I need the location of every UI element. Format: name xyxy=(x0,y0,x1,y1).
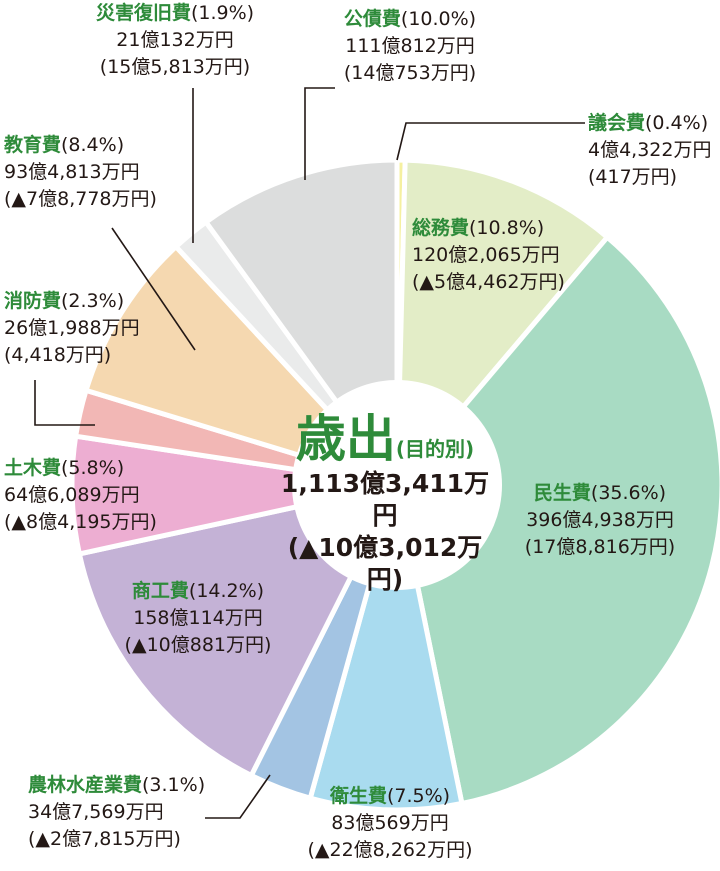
slice-label-somu: 総務費(10.8%) 120億2,065万円 (▲5億4,462万円) xyxy=(412,215,565,296)
slice-change: (▲2億7,815万円) xyxy=(28,828,181,850)
slice-percent: (35.6%) xyxy=(590,482,667,504)
slice-label-eisei: 衛生費(7.5%) 83億569万円 (▲22億8,262万円) xyxy=(290,783,490,864)
slice-label-shobo: 消防費(2.3%) 26億1,988万円 (4,418万円) xyxy=(4,288,140,369)
slice-amount: 120億2,065万円 xyxy=(412,244,560,266)
slice-change: (▲7億8,778万円) xyxy=(4,188,157,210)
donut-center-label: 歳出(目的別) 1,113億3,411万円 (▲10億3,012万円) xyxy=(270,410,500,596)
slice-amount: 93億4,813万円 xyxy=(4,161,140,183)
slice-change: (4,418万円) xyxy=(4,344,112,366)
pie-slice-5 xyxy=(76,482,400,778)
slice-name: 土木費 xyxy=(4,457,62,479)
slice-label-minsei: 民生費(35.6%) 396億4,938万円 (17億8,816万円) xyxy=(500,480,700,561)
leader-line-gikai xyxy=(396,122,585,161)
slice-name: 民生費 xyxy=(533,482,591,504)
slice-percent: (10.0%) xyxy=(400,8,477,30)
slice-percent: (8.4%) xyxy=(61,134,125,156)
slice-label-norin: 農林水産業費(3.1%) 34億7,569万円 (▲2億7,815万円) xyxy=(28,772,205,853)
slice-change: (▲22億8,262万円) xyxy=(307,839,473,861)
slice-amount: 4億4,322万円 xyxy=(588,139,712,161)
slice-percent: (5.8%) xyxy=(61,457,125,479)
slice-label-gikai: 議会費(0.4%) 4億4,322万円 (417万円) xyxy=(588,110,711,191)
slice-amount: 83億569万円 xyxy=(331,812,449,834)
slice-percent: (14.2%) xyxy=(188,580,265,602)
center-title: 歳出 xyxy=(295,410,396,468)
slice-change: (14億753万円) xyxy=(343,62,477,84)
slice-label-shoko: 商工費(14.2%) 158億114万円 (▲10億881万円) xyxy=(98,578,298,659)
slice-amount: 21億132万円 xyxy=(116,29,234,51)
slice-change: (17億8,816万円) xyxy=(524,536,676,558)
slice-name: 商工費 xyxy=(131,580,189,602)
slice-change: (▲8億4,195万円) xyxy=(4,511,157,533)
leader-line-norin xyxy=(205,774,271,819)
slice-label-doboku: 土木費(5.8%) 64億6,089万円 (▲8億4,195万円) xyxy=(4,455,157,536)
slice-name: 衛生費 xyxy=(329,785,387,807)
slice-name: 災害復旧費 xyxy=(95,2,191,24)
slice-amount: 26億1,988万円 xyxy=(4,317,140,339)
slice-percent: (3.1%) xyxy=(142,774,206,796)
center-subtitle: (目的別) xyxy=(395,437,475,461)
slice-name: 教育費 xyxy=(4,134,62,156)
slice-amount: 111億812万円 xyxy=(345,35,475,57)
slice-change: (417万円) xyxy=(588,166,678,188)
slice-amount: 64億6,089万円 xyxy=(4,484,140,506)
slice-percent: (1.9%) xyxy=(190,2,255,24)
slice-change: (15億5,813万円) xyxy=(99,56,251,78)
slice-amount: 158億114万円 xyxy=(133,607,263,629)
slice-change: (▲5億4,462万円) xyxy=(412,271,565,293)
slice-name: 公債費 xyxy=(343,8,401,30)
slice-name: 農林水産業費 xyxy=(28,774,143,796)
slice-label-saigai: 災害復旧費(1.9%) 21億132万円 (15億5,813万円) xyxy=(60,0,290,81)
pie-slice-3 xyxy=(307,482,465,813)
slice-name: 総務費 xyxy=(412,217,470,239)
leader-line-kyoiku xyxy=(111,227,196,351)
slice-percent: (0.4%) xyxy=(645,112,709,134)
slice-name: 議会費 xyxy=(588,112,646,134)
slice-name: 消防費 xyxy=(4,290,62,312)
slice-change: (▲10億881万円) xyxy=(124,634,272,656)
pie-slice-2 xyxy=(394,234,720,806)
slice-percent: (7.5%) xyxy=(386,785,451,807)
slice-percent: (10.8%) xyxy=(469,217,545,239)
slice-percent: (2.3%) xyxy=(61,290,125,312)
donut-center-hole xyxy=(292,380,502,590)
leader-line-kosai xyxy=(304,87,335,180)
slice-label-kyoiku: 教育費(8.4%) 93億4,813万円 (▲7億8,778万円) xyxy=(4,132,157,213)
leader-line-shobo xyxy=(34,380,95,426)
slice-label-kosai: 公債費(10.0%) 111億812万円 (14億753万円) xyxy=(310,6,510,87)
center-change: (▲10億3,012万円) xyxy=(287,533,483,594)
slice-amount: 396億4,938万円 xyxy=(526,509,674,531)
center-total: 1,113億3,411万円 xyxy=(280,469,490,530)
slice-amount: 34億7,569万円 xyxy=(28,801,164,823)
